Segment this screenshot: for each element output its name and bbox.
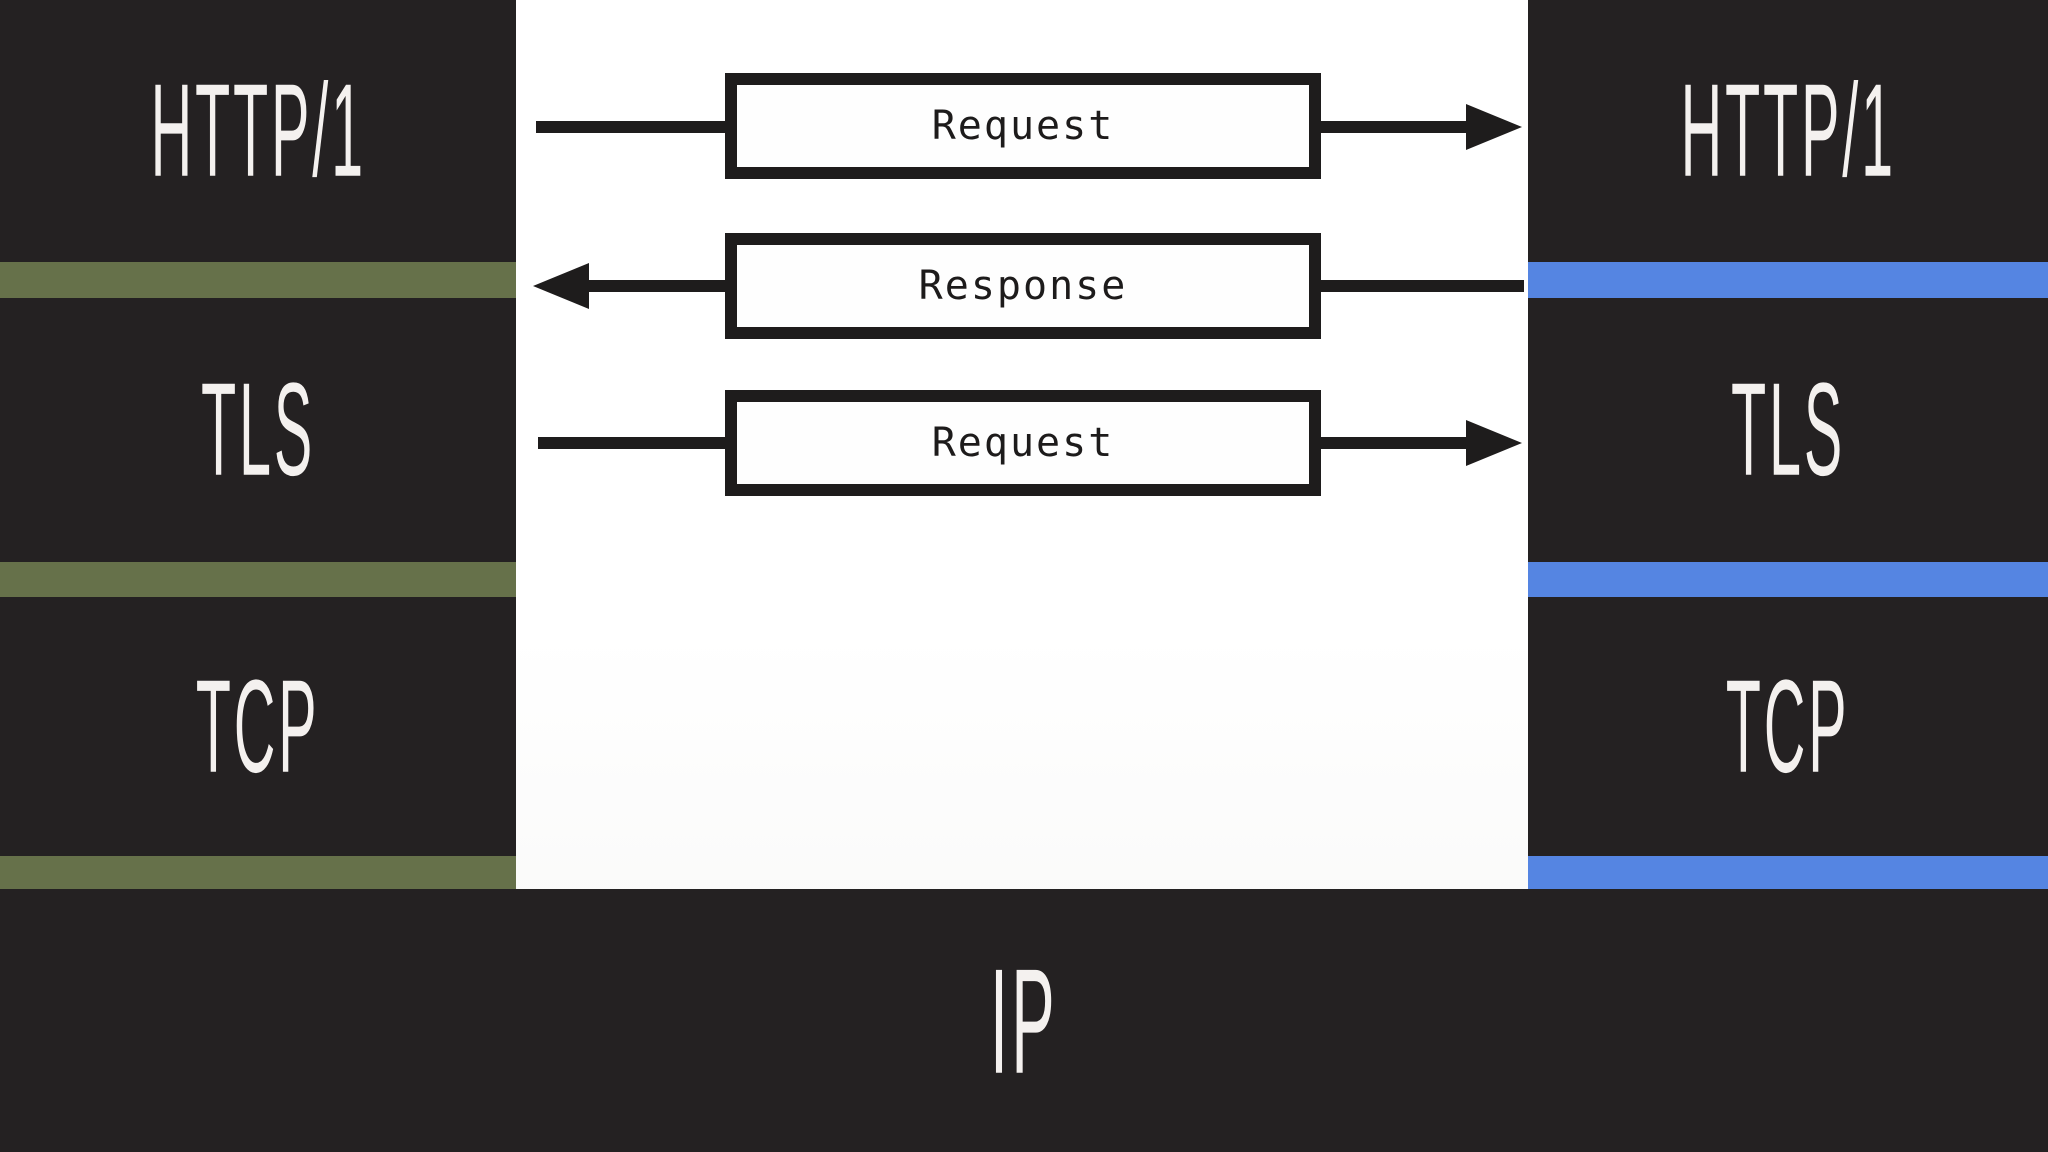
- client-layer-divider-green-1: [0, 262, 516, 298]
- client-protocol-stack: HTTP/1 TLS TCP: [0, 0, 516, 889]
- server-layer-tcp: TCP: [1528, 598, 2048, 856]
- response-arrow-line-left: [588, 280, 726, 292]
- layer-ip-label: IP: [990, 936, 1058, 1105]
- arrow-right-icon: [1466, 104, 1522, 150]
- server-layer-divider-blue-2: [1528, 562, 2048, 597]
- arrow-left-icon: [533, 263, 589, 309]
- server-layer-divider-blue-3: [1528, 856, 2048, 889]
- server-layer-http1: HTTP/1: [1528, 0, 2048, 262]
- client-layer-divider-green-2: [0, 562, 516, 597]
- server-layer-http1-label: HTTP/1: [1680, 56, 1896, 205]
- request-1-arrow-line-left: [536, 121, 726, 133]
- client-layer-divider-green-3: [0, 856, 516, 889]
- client-layer-tcp-label: TCP: [196, 652, 320, 801]
- client-layer-tcp: TCP: [0, 598, 516, 856]
- client-layer-tls: TLS: [0, 298, 516, 562]
- server-layer-divider-blue-1: [1528, 262, 2048, 298]
- arrow-right-icon: [1466, 420, 1522, 466]
- request-1-arrow-line-right: [1320, 121, 1468, 133]
- message-request-2-label: Request: [931, 420, 1115, 466]
- server-layer-tls: TLS: [1528, 298, 2048, 562]
- message-request-1-label: Request: [931, 103, 1115, 149]
- message-box-request-1: Request: [725, 73, 1321, 179]
- request-2-arrow-line-left: [538, 437, 726, 449]
- server-protocol-stack: HTTP/1 TLS TCP: [1528, 0, 2048, 889]
- message-box-request-2: Request: [725, 390, 1321, 496]
- client-layer-tls-label: TLS: [200, 355, 316, 504]
- message-response-label: Response: [918, 263, 1128, 309]
- client-layer-http1-label: HTTP/1: [150, 56, 366, 205]
- response-arrow-line-right: [1320, 280, 1524, 292]
- layer-ip: IP: [0, 889, 2048, 1152]
- message-box-response: Response: [725, 233, 1321, 339]
- server-layer-tls-label: TLS: [1730, 355, 1846, 504]
- client-layer-http1: HTTP/1: [0, 0, 516, 262]
- server-layer-tcp-label: TCP: [1726, 652, 1850, 801]
- request-2-arrow-line-right: [1320, 437, 1468, 449]
